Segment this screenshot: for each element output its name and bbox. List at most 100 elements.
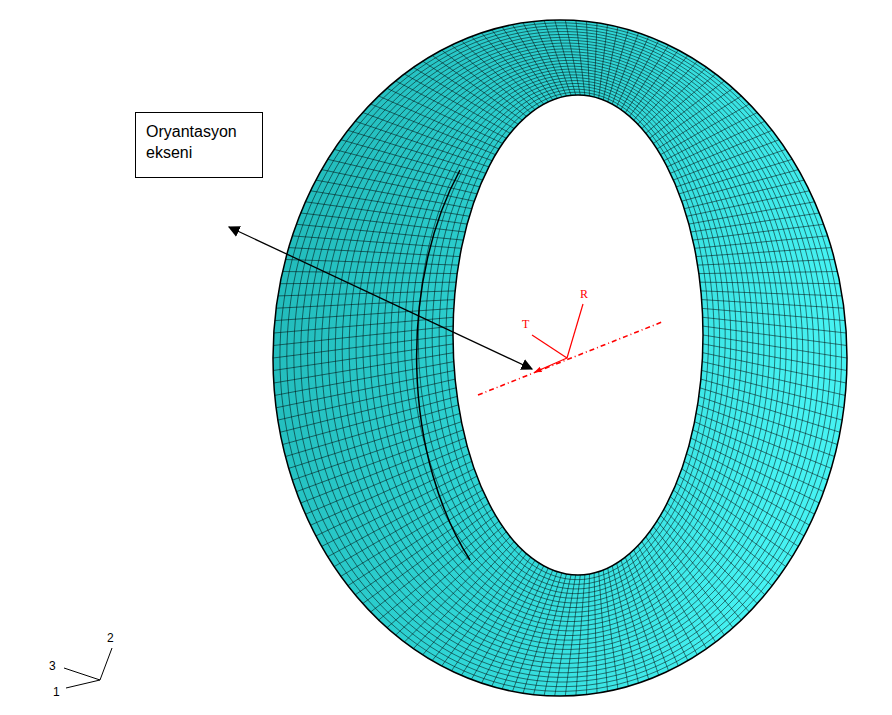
- mesh-line: [348, 130, 486, 173]
- global-axis-1: [66, 680, 100, 688]
- triad-r-axis: [567, 304, 583, 358]
- mesh-line: [432, 55, 522, 120]
- mesh-line: [523, 573, 562, 693]
- mesh-line: [273, 335, 453, 358]
- mesh-line: [439, 89, 714, 584]
- mesh-line: [276, 370, 454, 407]
- mesh-line: [703, 326, 847, 345]
- mesh-line: [371, 104, 496, 155]
- mesh-line: [273, 344, 453, 371]
- mesh-line: [667, 503, 765, 595]
- triad-z-axis: [535, 358, 567, 372]
- mesh-line: [363, 58, 775, 636]
- mesh-line: [576, 575, 585, 696]
- mesh-line: [471, 563, 539, 679]
- mesh-line: [603, 27, 618, 100]
- mesh-line: [657, 96, 741, 149]
- mesh-line: [278, 379, 455, 420]
- mesh-line: [693, 430, 824, 492]
- mesh-line: [418, 81, 730, 599]
- mesh-line: [555, 575, 576, 696]
- mesh-line: [502, 27, 553, 100]
- mesh-line: [322, 469, 475, 547]
- mesh-line: [301, 438, 465, 503]
- mesh-line: [653, 88, 733, 143]
- mesh-line: [315, 37, 814, 668]
- mesh-line: [311, 191, 470, 217]
- mesh-line: [404, 537, 510, 642]
- mesh-line: [432, 550, 522, 661]
- mesh-line: [391, 69, 753, 617]
- mesh-line: [308, 35, 820, 673]
- mesh-line: [461, 41, 535, 110]
- mesh-line: [621, 41, 659, 110]
- mesh-line: [492, 30, 549, 102]
- mesh-line: [621, 560, 659, 675]
- mesh-line: [425, 84, 725, 594]
- mesh-line: [599, 25, 608, 99]
- mesh-line: [404, 74, 510, 133]
- mesh-line: [342, 49, 791, 650]
- mesh-line: [286, 260, 459, 266]
- mesh-line: [423, 546, 519, 655]
- mesh-line: [682, 469, 799, 547]
- mesh-line: [482, 33, 544, 104]
- mesh-line: [673, 490, 779, 576]
- mesh-line: [379, 96, 499, 149]
- mesh-line: [534, 21, 567, 96]
- mesh-line: [703, 335, 847, 358]
- mesh-line: [565, 20, 580, 95]
- mesh-line: [413, 67, 514, 128]
- mesh-line: [370, 60, 770, 630]
- mesh-line: [296, 224, 463, 240]
- mesh-line: [702, 362, 845, 396]
- mesh-line: [696, 248, 831, 257]
- mesh-line: [695, 422, 828, 480]
- mesh-lines: [273, 20, 847, 696]
- mesh-line: [412, 78, 737, 603]
- mesh-line: [603, 570, 618, 689]
- mesh-line: [617, 37, 649, 107]
- mesh-line: [698, 260, 835, 266]
- mesh-line: [544, 575, 571, 696]
- mesh-line: [289, 248, 460, 257]
- mesh-line: [398, 72, 748, 612]
- mesh-line: [442, 50, 527, 116]
- mesh-line: [617, 563, 649, 679]
- mesh-line: [289, 413, 460, 468]
- mesh-line: [356, 55, 780, 640]
- mesh-line: [276, 300, 454, 309]
- sidewall-edge: [417, 170, 470, 560]
- mesh-line: [650, 81, 725, 138]
- mesh-line: [608, 30, 629, 102]
- mesh-line: [670, 497, 772, 586]
- axis-number: 3: [49, 660, 56, 672]
- mesh-line: [328, 43, 802, 659]
- mesh-line: [280, 282, 456, 284]
- mesh-line: [657, 521, 741, 620]
- callout-text: Oryantasyon ekseni: [146, 121, 246, 163]
- mesh-line: [322, 170, 475, 202]
- mesh-line: [689, 446, 815, 514]
- mesh-line: [405, 75, 742, 608]
- mesh-line: [396, 532, 507, 635]
- mesh-line: [387, 527, 503, 628]
- mesh-line: [341, 490, 483, 576]
- mesh-line: [396, 81, 507, 138]
- mesh-line: [423, 61, 519, 124]
- mesh-line: [599, 572, 608, 692]
- mesh-line: [384, 66, 759, 621]
- mesh-line: [698, 405, 835, 457]
- mesh-line: [442, 554, 527, 666]
- mesh-line: [701, 291, 842, 296]
- mesh-line: [513, 25, 558, 99]
- callout-box: Oryantasyon ekseni: [135, 112, 263, 178]
- mesh-line: [328, 476, 477, 557]
- mesh-line: [650, 532, 725, 635]
- mesh-line: [371, 515, 496, 612]
- mesh-line: [334, 483, 480, 566]
- mesh-line: [379, 521, 499, 620]
- mesh-line: [523, 23, 562, 97]
- mesh-line: [699, 396, 838, 444]
